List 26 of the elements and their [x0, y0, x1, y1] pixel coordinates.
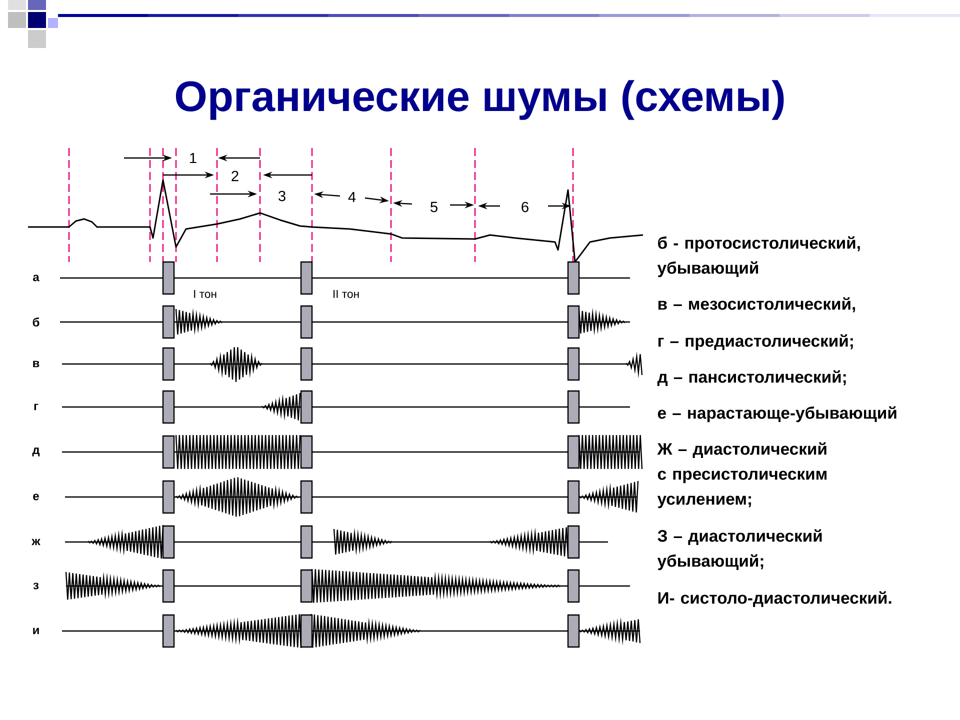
tone-label: I тон	[194, 290, 216, 298]
row-letter: г	[34, 404, 38, 410]
row-letter: е	[33, 494, 39, 500]
description-text: д – пансистолический;	[657, 370, 846, 386]
description-text: б - протосистолический, убывающий	[657, 236, 860, 278]
interval-number: 2	[232, 170, 238, 182]
slide-title: Органические шумы (схемы)	[176, 80, 784, 120]
description-text: З – диастолический убывающий;	[657, 529, 822, 570]
description-text: е – нарастающе-убывающий	[658, 406, 896, 422]
interval-number: 5	[430, 202, 438, 212]
interval-number: 6	[522, 202, 528, 212]
tone-label: II тон	[334, 290, 359, 298]
description-text: г – предиастолический;	[658, 334, 853, 350]
interval-number: 1	[190, 152, 196, 164]
interval-number: 4	[348, 192, 356, 202]
description-text: в – мезосистолический,	[658, 297, 856, 312]
row-letter: в	[33, 360, 40, 368]
interval-number: 3	[278, 190, 286, 202]
row-letter: з	[33, 582, 39, 590]
row-letter: ж	[32, 538, 40, 546]
row-letter: б	[32, 318, 40, 326]
description-text: И- систоло-диастолический.	[658, 591, 892, 607]
row-letter: а	[33, 274, 40, 282]
row-letter: и	[33, 628, 39, 634]
row-letter: д	[32, 448, 40, 456]
description-text: Ж – диастолический с пресистолическим усилением;	[657, 442, 826, 508]
